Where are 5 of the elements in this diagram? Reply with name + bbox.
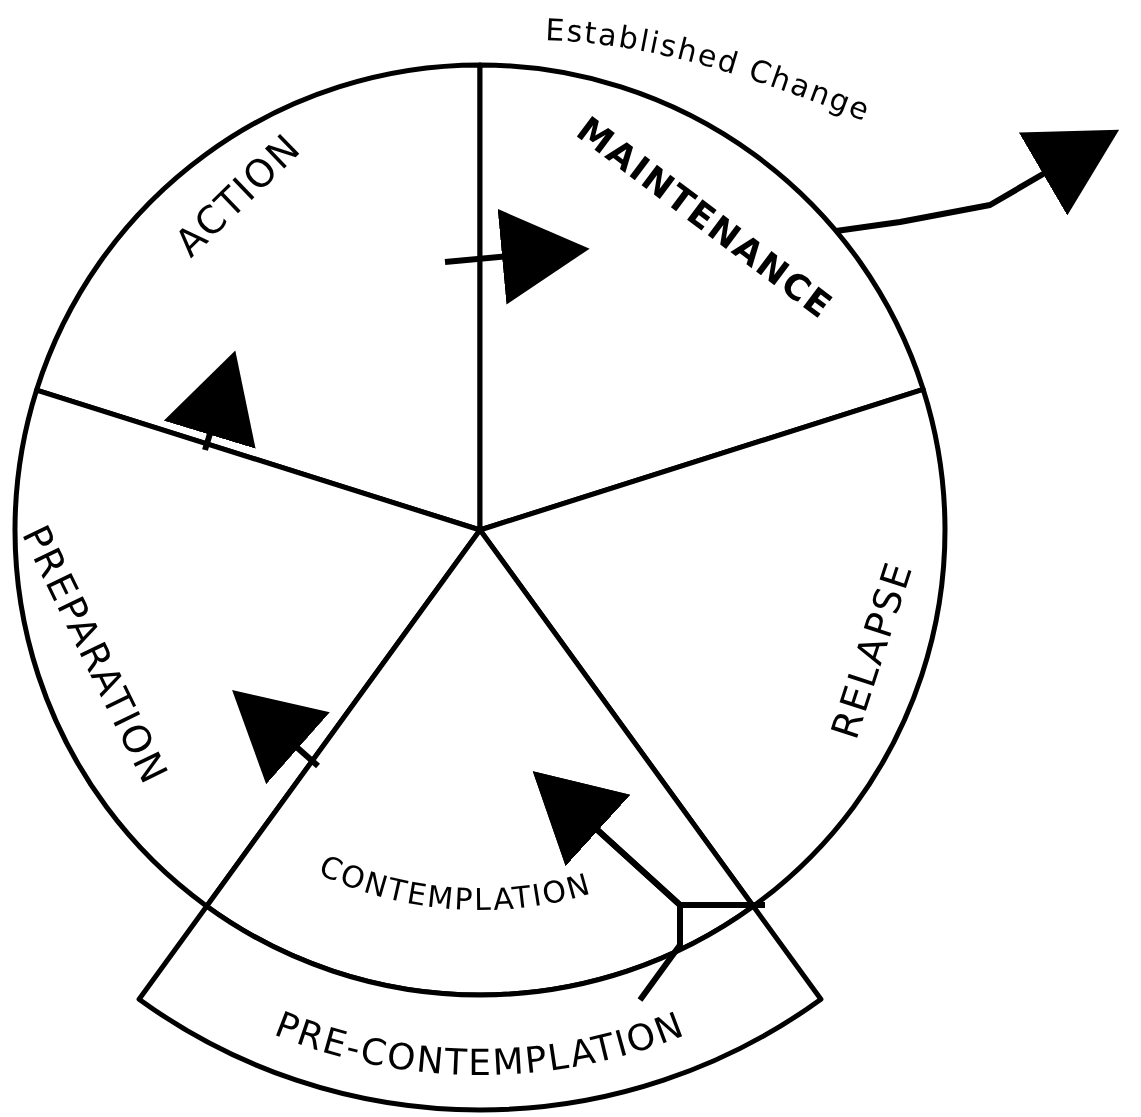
arrow: [835, 129, 1120, 234]
arrow: [163, 350, 256, 451]
arrow: [532, 771, 683, 1002]
arrow: [232, 690, 330, 785]
arrow: [444, 208, 590, 305]
